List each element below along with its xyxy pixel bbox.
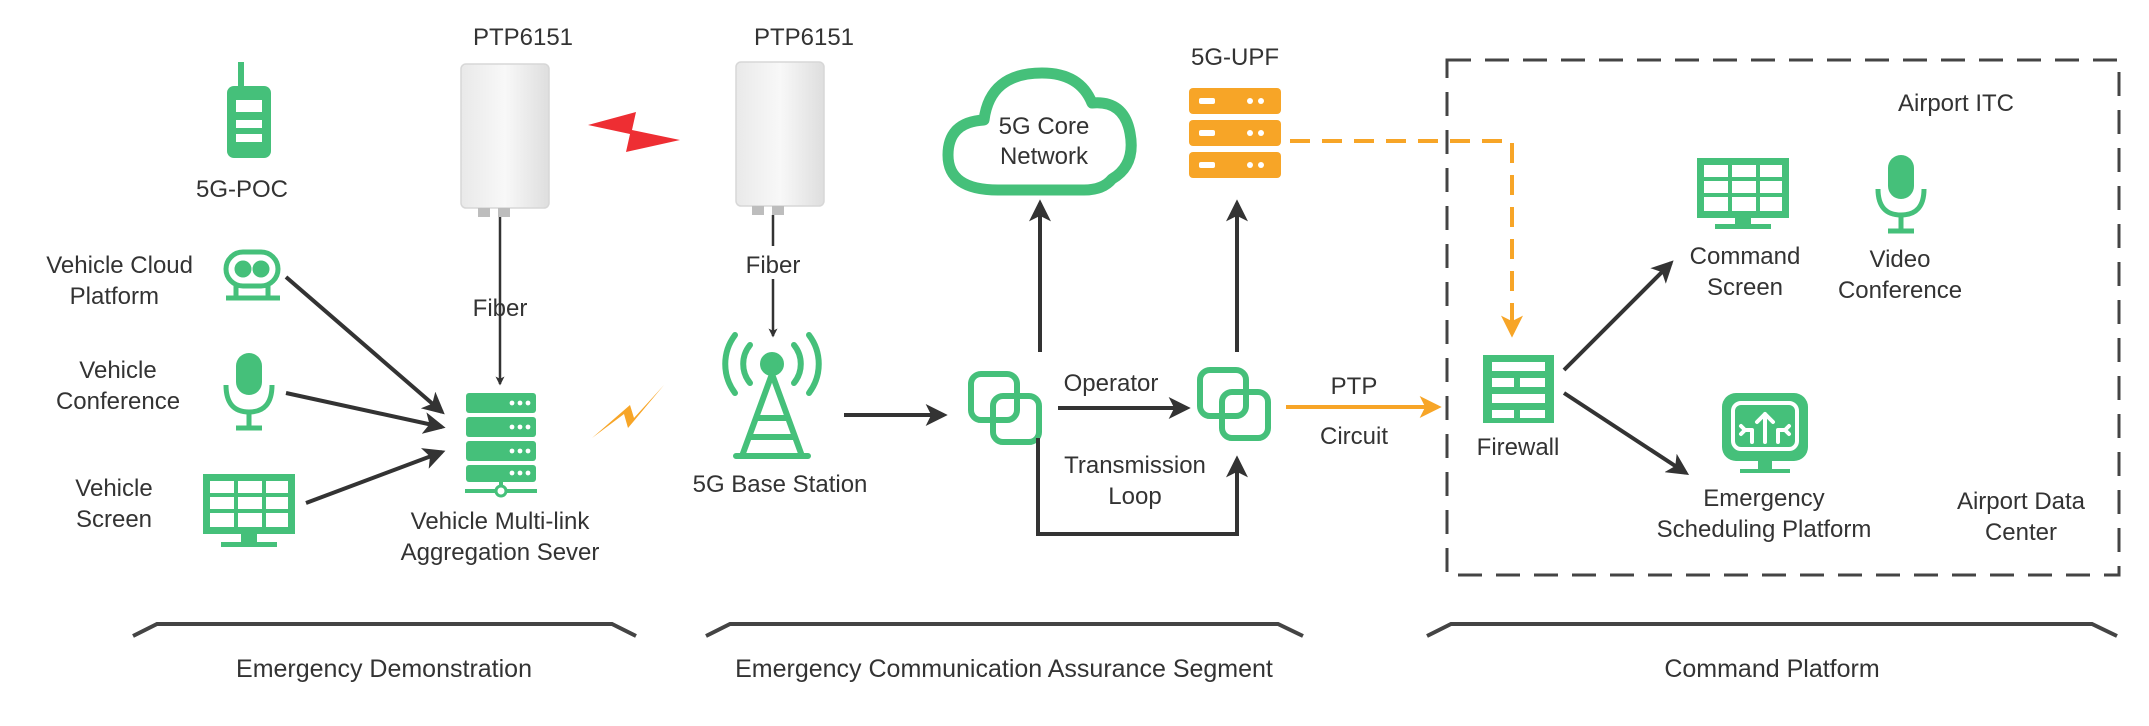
command-screen-label: Command Screen xyxy=(1689,243,1801,301)
circuit-label: Circuit xyxy=(1319,423,1389,450)
arrow-conference-to-server xyxy=(285,391,446,434)
poc-label: 5G-POC xyxy=(195,176,289,203)
antenna-tower-icon xyxy=(722,332,822,459)
command-platform-box xyxy=(1445,58,2121,577)
segment-command-label: Command Platform xyxy=(1664,655,1880,683)
radio-unit-left-label: PTP6151 xyxy=(472,24,574,51)
bracket-demonstration xyxy=(132,622,637,638)
router-icon-left xyxy=(968,371,1042,445)
core-network-label: 5G Core Network xyxy=(998,113,1090,170)
radio-unit-right-label: PTP6151 xyxy=(753,24,855,51)
upload-platform-icon xyxy=(1722,393,1808,473)
transmission-loop-label: Transmission Loop xyxy=(1064,452,1206,510)
bracket-command xyxy=(1426,622,2118,638)
transmission-loop-line xyxy=(1036,438,1248,536)
upf-server-icon xyxy=(1189,88,1281,178)
fiber-label-left: Fiber xyxy=(472,295,528,322)
arrow-firewall-to-emergency xyxy=(1562,391,1690,476)
upf-label: 5G-UPF xyxy=(1190,44,1280,71)
video-conference-label: Video Conference xyxy=(1837,246,1963,304)
cloud-platform-icon xyxy=(223,249,281,301)
firewall-icon xyxy=(1483,355,1554,423)
cloud-icon xyxy=(942,67,1137,196)
vehicle-conference-label: Vehicle Conference xyxy=(55,357,181,415)
bracket-communication xyxy=(705,622,1304,638)
ptp-label: PTP xyxy=(1330,373,1378,400)
aggregation-server-label: Vehicle Multi-link Aggregation Sever xyxy=(400,508,600,566)
lightning-icon-red xyxy=(588,112,680,152)
segment-communication-label: Emergency Communication Assurance Segmen… xyxy=(735,655,1273,683)
upf-dashed-link xyxy=(1290,139,1523,338)
microphone-icon xyxy=(223,353,275,431)
airport-itc-label: Airport ITC xyxy=(1897,90,2015,117)
screen-icon xyxy=(203,474,295,547)
server-stack-icon xyxy=(465,393,537,498)
arrow-cloud-to-server xyxy=(284,275,445,415)
command-screen-icon xyxy=(1697,158,1789,229)
firewall-label: Firewall xyxy=(1476,434,1560,461)
walkie-talkie-icon xyxy=(227,62,271,158)
operator-label: Operator xyxy=(1063,370,1159,397)
radio-unit-right xyxy=(735,61,825,215)
arrow-firewall-to-command xyxy=(1562,260,1674,372)
video-conference-mic-icon xyxy=(1875,155,1927,234)
vehicle-screen-label: Vehicle Screen xyxy=(75,475,153,533)
radio-unit-left xyxy=(460,63,550,217)
vehicle-cloud-label: Vehicle Cloud Platform xyxy=(46,252,193,310)
base-station-label: 5G Base Station xyxy=(692,471,868,498)
lightning-icon-orange xyxy=(592,385,664,438)
data-center-label: Airport Data Center xyxy=(1956,488,2086,546)
fiber-label-right: Fiber xyxy=(745,252,801,279)
emergency-platform-label: Emergency Scheduling Platform xyxy=(1656,485,1872,543)
arrow-screen-to-server xyxy=(305,448,446,505)
router-icon-right xyxy=(1197,367,1271,441)
segment-demonstration-label: Emergency Demonstration xyxy=(236,655,532,683)
